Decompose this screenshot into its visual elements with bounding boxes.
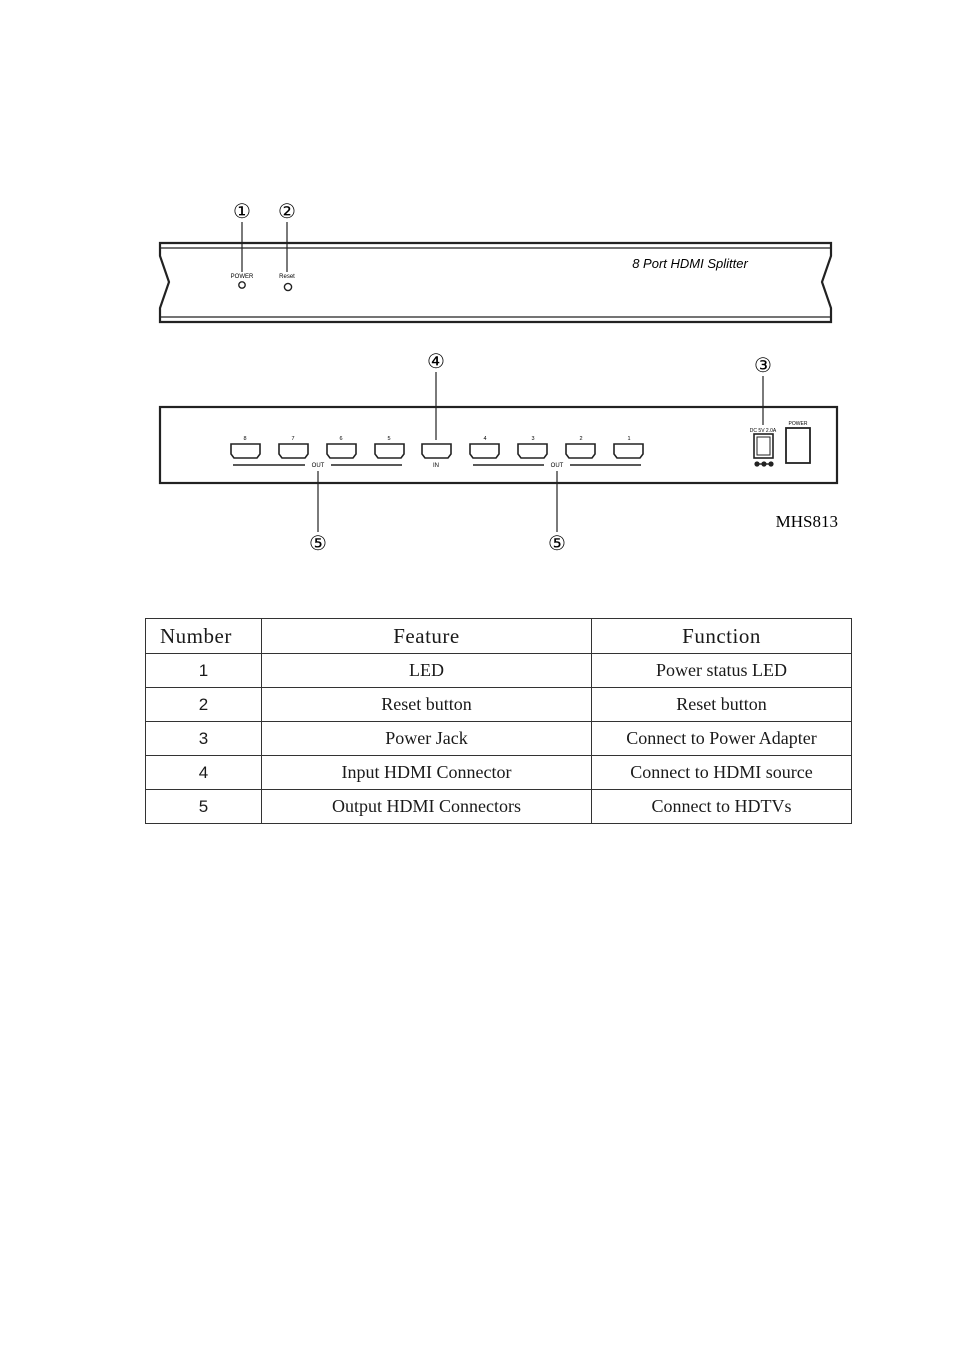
hdmi-out-port-1-icon [614, 444, 643, 458]
polarity-icon [754, 461, 773, 466]
table-row: 4 Input HDMI Connector Connect to HDMI s… [146, 756, 852, 790]
port-number-6: 6 [339, 436, 342, 442]
hdmi-out-port-8-icon [231, 444, 260, 458]
reset-button [284, 283, 291, 290]
table-row: 3 Power Jack Connect to Power Adapter [146, 722, 852, 756]
model-number: MHS813 [776, 512, 838, 531]
row-number: 3 [146, 722, 262, 756]
callout-5-right: ⑤ [548, 533, 566, 555]
header-feature: Feature [262, 619, 592, 654]
out-label-left: OUT [312, 463, 325, 469]
table-row: 1 LED Power status LED [146, 654, 852, 688]
callout-5-left: ⑤ [309, 533, 327, 555]
hdmi-in-port-icon [422, 444, 451, 458]
row-function: Connect to Power Adapter [592, 722, 852, 756]
reset-button-label: Reset [279, 274, 295, 280]
product-name: 8 Port HDMI Splitter [632, 256, 748, 271]
front-panel-outline [160, 243, 831, 322]
row-feature: Input HDMI Connector [262, 756, 592, 790]
row-number: 4 [146, 756, 262, 790]
hdmi-out-port-6-icon [327, 444, 356, 458]
row-function: Connect to HDMI source [592, 756, 852, 790]
table-row: 2 Reset button Reset button [146, 688, 852, 722]
row-feature: Output HDMI Connectors [262, 790, 592, 824]
row-number: 5 [146, 790, 262, 824]
row-function: Connect to HDTVs [592, 790, 852, 824]
rear-panel: ④ ③ 8 7 6 5 4 3 2 1 OUT IN [160, 351, 838, 555]
power-led-label: POWER [231, 274, 254, 280]
hdmi-out-port-2-icon [566, 444, 595, 458]
row-function: Reset button [592, 688, 852, 722]
row-feature: Reset button [262, 688, 592, 722]
callout-4: ④ [427, 351, 445, 373]
row-feature: LED [262, 654, 592, 688]
row-feature: Power Jack [262, 722, 592, 756]
port-number-7: 7 [291, 436, 294, 442]
row-number: 1 [146, 654, 262, 688]
port-number-4: 4 [483, 436, 486, 442]
header-number: Number [146, 619, 262, 654]
port-number-5: 5 [387, 436, 390, 442]
power-switch-label: POWER [789, 421, 808, 427]
port-number-2: 2 [579, 436, 582, 442]
table-row: 5 Output HDMI Connectors Connect to HDTV… [146, 790, 852, 824]
callout-2: ② [278, 201, 296, 223]
front-panel: ① ② POWER Reset 8 Port HDMI Splitter [160, 201, 831, 322]
port-number-1: 1 [627, 436, 630, 442]
power-switch-icon [786, 428, 810, 463]
hdmi-out-port-4-icon [470, 444, 499, 458]
hdmi-out-port-7-icon [279, 444, 308, 458]
hdmi-port-icons [231, 444, 643, 458]
callout-3: ③ [754, 355, 772, 377]
callout-1: ① [233, 201, 251, 223]
feature-table: Number Feature Function 1 LED Power stat… [145, 618, 852, 824]
header-function: Function [592, 619, 852, 654]
row-number: 2 [146, 688, 262, 722]
table-header-row: Number Feature Function [146, 619, 852, 654]
port-number-8: 8 [243, 436, 246, 442]
port-number-3: 3 [531, 436, 534, 442]
hdmi-out-port-5-icon [375, 444, 404, 458]
hdmi-out-port-3-icon [518, 444, 547, 458]
in-label: IN [433, 463, 439, 469]
dc-input-label: DC 5V 2.0A [750, 428, 777, 434]
device-diagram: ① ② POWER Reset 8 Port HDMI Splitter ④ ③… [0, 0, 954, 600]
row-function: Power status LED [592, 654, 852, 688]
out-label-right: OUT [551, 463, 564, 469]
power-led [239, 282, 245, 288]
